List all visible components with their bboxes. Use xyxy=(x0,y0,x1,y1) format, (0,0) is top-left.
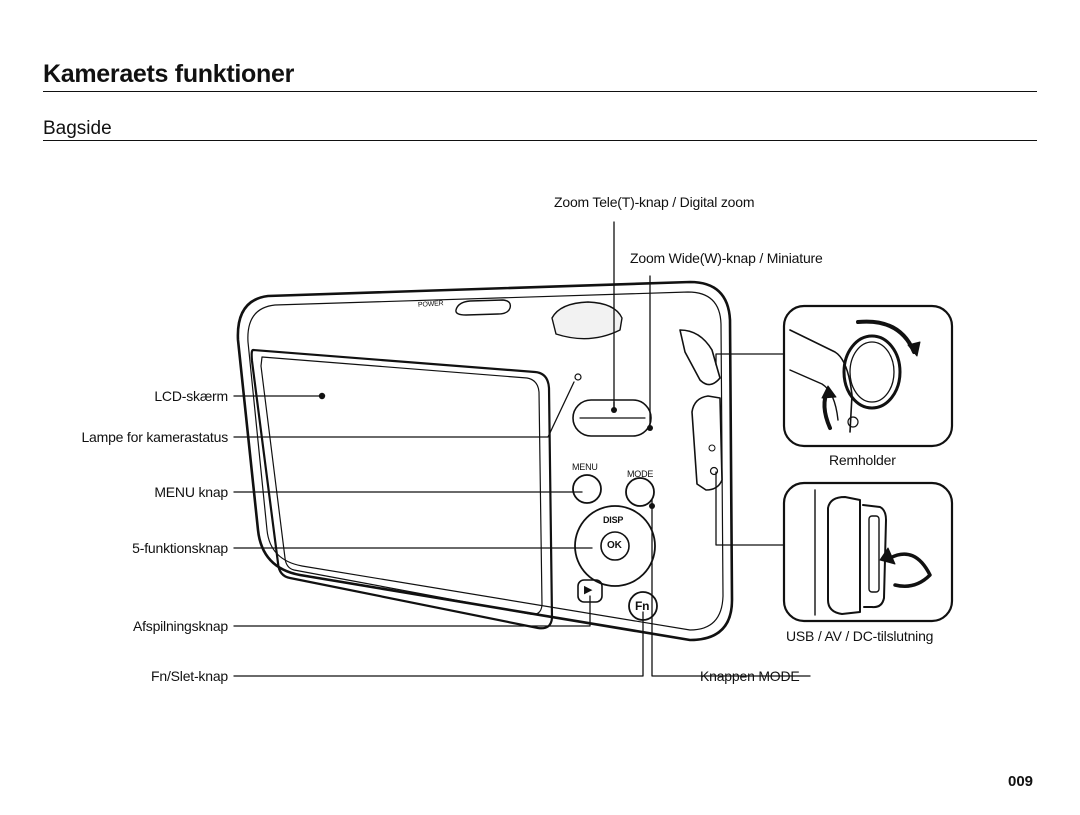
status-lamp xyxy=(574,373,582,381)
lcd-screen xyxy=(250,348,554,630)
page-number: 009 xyxy=(1008,773,1034,790)
section-rule xyxy=(43,140,1037,141)
label-menu-button: MENU knap xyxy=(154,484,228,500)
section-title: Bagside xyxy=(43,118,112,139)
label-lcd: LCD-skærm xyxy=(154,388,228,404)
mode-button-shape xyxy=(625,477,655,507)
label-five-function: 5-funktionsknap xyxy=(132,540,228,556)
label-strap: Remholder xyxy=(829,452,896,468)
label-usb: USB / AV / DC-tilslutning xyxy=(786,628,934,644)
usb-door xyxy=(691,395,723,491)
fn-marking: Fn xyxy=(635,599,650,613)
ok-button-shape xyxy=(600,531,630,561)
label-status-lamp: Lampe for kamerastatus xyxy=(81,429,228,445)
label-zoom-tele: Zoom Tele(T)-knap / Digital zoom xyxy=(554,194,755,210)
page-title: Kameraets funktioner xyxy=(43,60,295,88)
mode-marking: MODE xyxy=(627,469,654,479)
power-button xyxy=(455,299,512,316)
camera-body xyxy=(236,280,734,642)
label-playback: Afspilningsknap xyxy=(132,618,228,634)
ok-marking: OK xyxy=(607,540,622,551)
menu-marking: MENU xyxy=(572,462,598,472)
disp-marking: DISP xyxy=(603,515,624,525)
playback-icon: ▶ xyxy=(584,584,593,596)
zoom-knob xyxy=(551,301,623,340)
zoom-rocker xyxy=(572,399,652,437)
usb-inset-frame xyxy=(782,481,954,623)
five-function-pad xyxy=(574,505,656,587)
label-zoom-wide: Zoom Wide(W)-knap / Miniature xyxy=(630,250,823,266)
menu-button-shape xyxy=(572,474,602,504)
label-fn-delete: Fn/Slet-knap xyxy=(151,668,228,684)
strap-inset-frame xyxy=(782,304,954,448)
title-rule xyxy=(43,91,1037,92)
label-mode-button: Knappen MODE xyxy=(700,668,800,684)
